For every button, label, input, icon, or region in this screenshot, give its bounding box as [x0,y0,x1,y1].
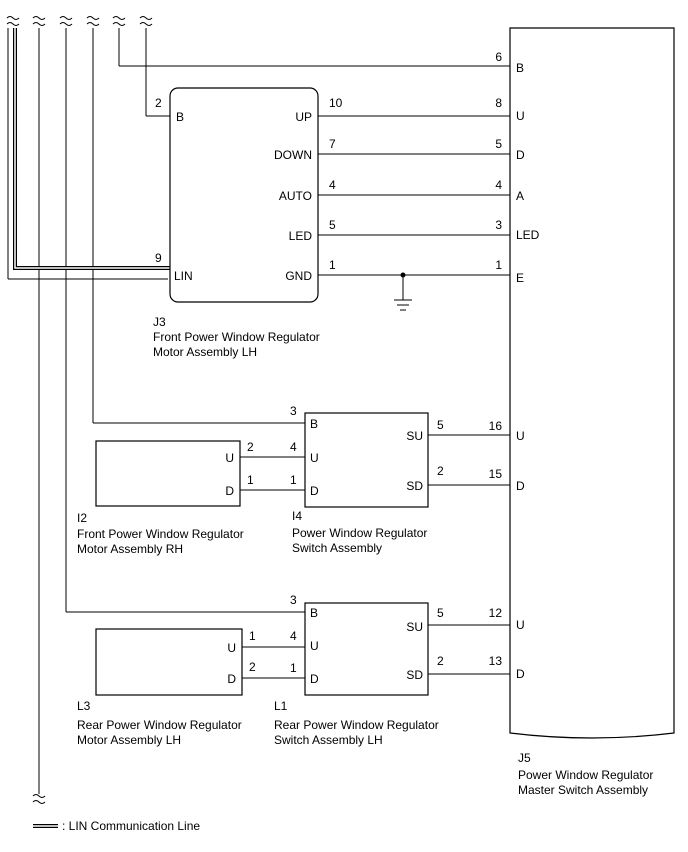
l3-pin-d-label: D [227,672,236,686]
j5-pin-d2-label: D [516,479,525,493]
j5-pin-b-label: B [516,61,524,75]
i4-pin-sd-label: SD [406,479,423,493]
legend-label: : LIN Communication Line [62,819,200,833]
i4-pin-num-sd: 2 [437,464,444,478]
j3-pin-num-down: 7 [329,137,336,151]
l1-pin-sd-label: SD [406,668,423,682]
l1-name-line2: Switch Assembly LH [274,733,383,747]
l3-pin-num-u: 1 [249,629,256,643]
j3-pin-num-auto: 4 [329,178,336,192]
j5-pin-num-u1: 8 [495,96,502,110]
l1-name-line1: Rear Power Window Regulator [274,718,439,732]
i4-pin-num-b: 3 [290,404,297,418]
j3-pin-lin-label: LIN [174,269,193,283]
j5-pin-num-b: 6 [495,50,502,64]
legend: : LIN Communication Line [33,819,200,833]
j5-pin-u2-label: U [516,429,525,443]
i4-pin-b-label: B [310,417,318,431]
j5-pin-num-led: 3 [495,218,502,232]
l3-body [95,628,243,696]
l1-pin-num-d: 1 [290,661,297,675]
j3-pin-num-b: 2 [155,96,162,110]
l1-pin-b-label: B [310,606,318,620]
l3-pin-u-label: U [227,641,236,655]
i2-name-line1: Front Power Window Regulator [77,527,244,541]
j5-pin-u3-label: U [516,618,525,632]
j5-name-line2: Master Switch Assembly [518,783,648,797]
j3-pin-b-label: B [176,110,184,124]
j5-pin-d1-label: D [516,148,525,162]
j3-pin-num-gnd: 1 [329,258,336,272]
l1-code: L1 [274,699,288,713]
l1-body [304,602,429,696]
lin-communication-line [13,28,170,270]
i4-name-line1: Power Window Regulator [292,526,427,540]
i4-pin-d-label: D [310,484,319,498]
j5-pin-u1-label: U [516,109,525,123]
i2-pin-d-label: D [225,484,234,498]
i2-pin-u-label: U [225,451,234,465]
j5-pin-num-d1: 5 [495,137,502,151]
i2-code: I2 [77,511,87,525]
j3-pin-num-led: 5 [329,218,336,232]
i4-code: I4 [292,509,302,523]
ground-symbol [394,272,412,311]
i2-pin-num-u: 2 [247,440,254,454]
l1-pin-u-label: U [310,639,319,653]
j5-pin-num-d3: 13 [489,654,503,668]
j5-code: J5 [518,751,531,765]
j5-pin-e-label: E [516,271,524,285]
l3-name-line2: Motor Assembly LH [77,733,181,747]
l3-name-line1: Rear Power Window Regulator [77,718,242,732]
j3-body [169,87,319,303]
j3-name-line1: Front Power Window Regulator [153,330,320,344]
i4-pin-u-label: U [310,451,319,465]
i4-name-line2: Switch Assembly [292,541,382,555]
j3-code: J3 [153,315,166,329]
j3-name-line2: Motor Assembly LH [153,345,257,359]
master-switch-body [509,27,675,739]
l3-code: L3 [77,699,91,713]
j3-pin-num-up: 10 [329,96,343,110]
j3-pin-up-label: UP [295,110,312,124]
j5-pin-num-u3: 12 [489,606,503,620]
j3-pin-led-label: LED [289,229,313,243]
j3-pin-down-label: DOWN [274,148,312,162]
front-regulator-motor-lh-j3: B LIN UP DOWN AUTO LED GND J3 Front Powe… [153,87,320,359]
i4-pin-num-u: 4 [290,440,297,454]
i4-pin-su-label: SU [406,429,423,443]
pin-numbers-upper: 2 9 10 7 4 5 1 6 8 5 4 3 1 [155,50,502,272]
i2-pin-num-d: 1 [247,473,254,487]
l1-pin-d-label: D [310,672,319,686]
j5-pin-num-u2: 16 [489,419,503,433]
l1-pin-num-sd: 2 [437,654,444,668]
i2-name-line2: Motor Assembly RH [77,542,183,556]
master-switch-j5: B U D A LED E U D U D J5 Power Window Re… [509,27,675,797]
i2-body [95,440,241,507]
l1-pin-num-u: 4 [290,629,297,643]
j5-pin-num-e: 1 [495,258,502,272]
l1-pin-num-su: 5 [437,606,444,620]
l1-pin-num-b: 3 [290,593,297,607]
l3-pin-num-d: 2 [249,660,256,674]
i4-pin-num-su: 5 [437,418,444,432]
i4-body [304,412,429,508]
j5-pin-led-label: LED [516,228,540,242]
j5-pin-num-d2: 15 [489,467,503,481]
l1-pin-su-label: SU [406,620,423,634]
bus-wires [7,28,510,794]
j3-pin-gnd-label: GND [285,269,312,283]
i4-pin-num-d: 1 [290,473,297,487]
j5-pin-num-a: 4 [495,178,502,192]
front-switch-section: B U D SU SD I4 Power Window Regulator Sw… [77,404,510,556]
wire-break-marks [6,16,153,804]
j3-pin-num-lin: 9 [155,251,162,265]
j5-name-line1: Power Window Regulator [518,768,653,782]
j3-j5-wires [318,115,510,276]
j5-pin-a-label: A [516,189,524,203]
rear-switch-section: B U D SU SD L1 Rear Power Window Regulat… [77,593,510,747]
j3-pin-auto-label: AUTO [279,189,312,203]
j5-pin-d3-label: D [516,667,525,681]
